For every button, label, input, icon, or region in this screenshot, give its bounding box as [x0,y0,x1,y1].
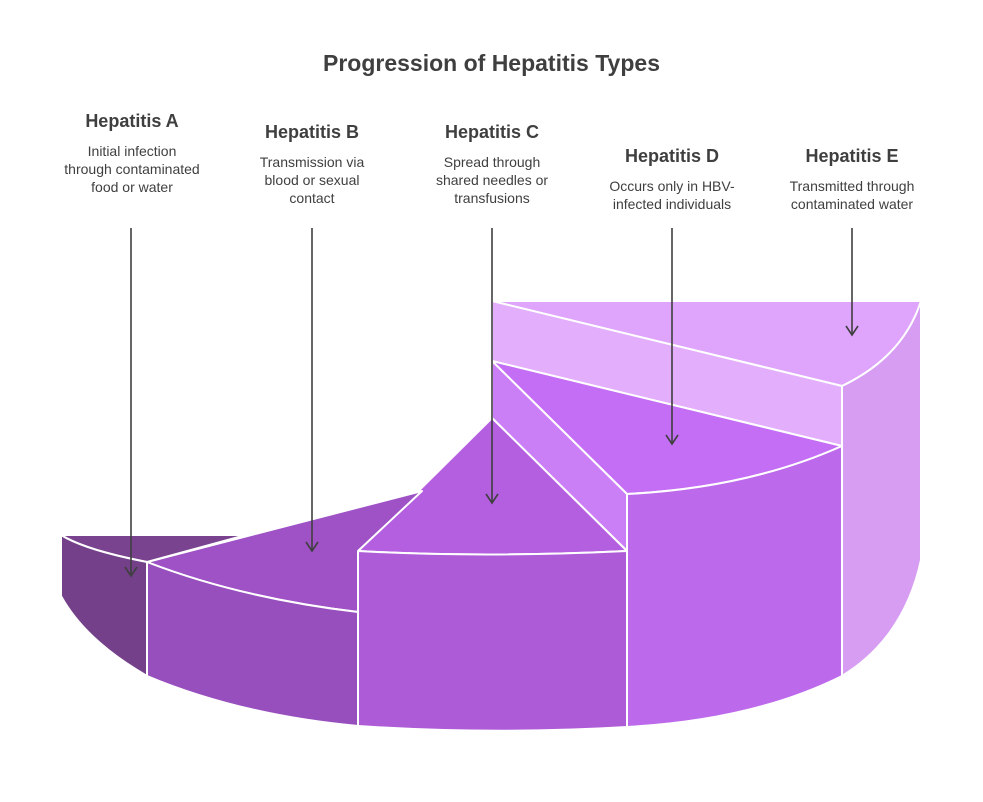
label-description: Transmitted through contaminated water [789,178,915,212]
label-description: Spread through shared needles or transfu… [435,154,549,206]
label-hepatitis-e: Hepatitis E Transmitted through contamin… [752,145,952,213]
label-description: Occurs only in HBV-infected individuals [609,178,735,212]
arrow-hepatitis-e [845,228,859,337]
arrow-hepatitis-a [124,228,138,578]
arrow-hepatitis-d [665,228,679,446]
label-title: Hepatitis B [264,122,360,142]
arrow-hepatitis-c [485,228,499,505]
label-hepatitis-b: Hepatitis B Transmission via blood or se… [212,121,412,207]
label-title: Hepatitis D [624,146,720,166]
segment-hepatitis-b [146,490,423,727]
label-title: Hepatitis E [805,146,899,166]
label-description: Initial infection through contaminated f… [64,143,200,195]
segment-b-outer-face [146,561,359,727]
label-hepatitis-a: Hepatitis A Initial infection through co… [32,110,232,196]
label-hepatitis-c: Hepatitis C Spread through shared needle… [392,121,592,207]
segment-c-outer-face [357,550,628,732]
arrow-hepatitis-b [305,228,319,553]
label-description: Transmission via blood or sexual contact [259,154,365,206]
label-title: Hepatitis A [85,111,179,131]
segment-e-outer-face [841,300,922,677]
segment-hepatitis-e [491,300,922,677]
label-title: Hepatitis C [444,122,540,142]
segment-a-outer-face [60,534,148,677]
diagram-title: Progression of Hepatitis Types [323,50,660,76]
segment-d-outer-face [626,445,843,728]
segment-hepatitis-a [60,534,247,677]
label-hepatitis-d: Hepatitis D Occurs only in HBV-infected … [572,145,772,213]
